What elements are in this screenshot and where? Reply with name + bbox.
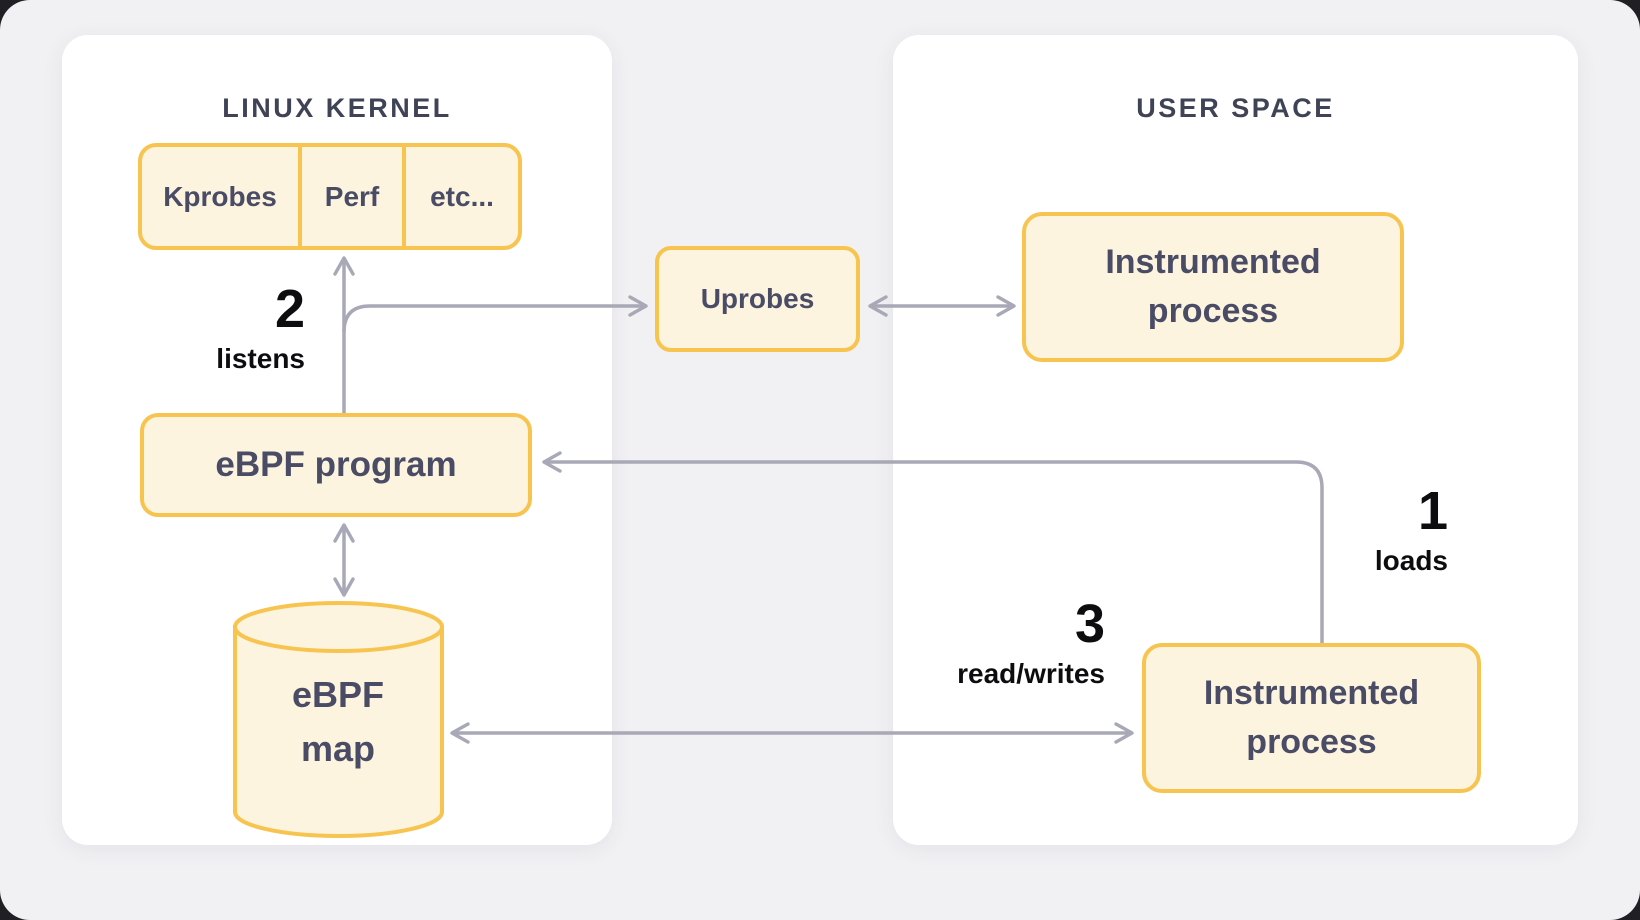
step-2-label: listens [216, 342, 305, 374]
linux-kernel-title: LINUX KERNEL [222, 93, 452, 123]
step-1-number: 1 [1417, 481, 1448, 541]
uprobes-label: Uprobes [700, 283, 815, 314]
instrumented-process-top-label: Instrumented process [1105, 242, 1321, 330]
user-space-title: USER SPACE [1136, 93, 1335, 123]
ebpf-map-cylinder [233, 601, 444, 838]
arrow-program-to-uprobes [342, 295, 648, 333]
ebpf-program-node: eBPF program [140, 413, 532, 517]
step-3-read-writes: 3 read/writes [905, 596, 1105, 690]
step-2-listens: 2 listens [150, 281, 305, 375]
arrow-loads [542, 451, 1324, 643]
step-1-loads: 1 loads [1290, 483, 1448, 577]
step-2-number: 2 [274, 279, 305, 339]
instrumented-process-top-node: Instrumented process [1022, 212, 1404, 362]
instrumented-process-bottom-label: Instrumented process [1203, 673, 1420, 761]
ebpf-program-label: eBPF program [215, 445, 457, 484]
probe-cell-etc: etc... [402, 147, 518, 246]
step-1-label: loads [1374, 544, 1448, 576]
instrumented-process-bottom-node: Instrumented process [1142, 643, 1481, 793]
probe-cell-perf: Perf [298, 147, 402, 246]
uprobes-node: Uprobes [655, 246, 860, 352]
step-3-label: read/writes [957, 657, 1105, 689]
probe-cell-kprobes: Kprobes [163, 180, 277, 212]
ebpf-map-label: eBPF map [291, 674, 385, 769]
probes-row: Kprobes Perf etc... [138, 143, 522, 250]
step-3-number: 3 [1074, 594, 1105, 654]
